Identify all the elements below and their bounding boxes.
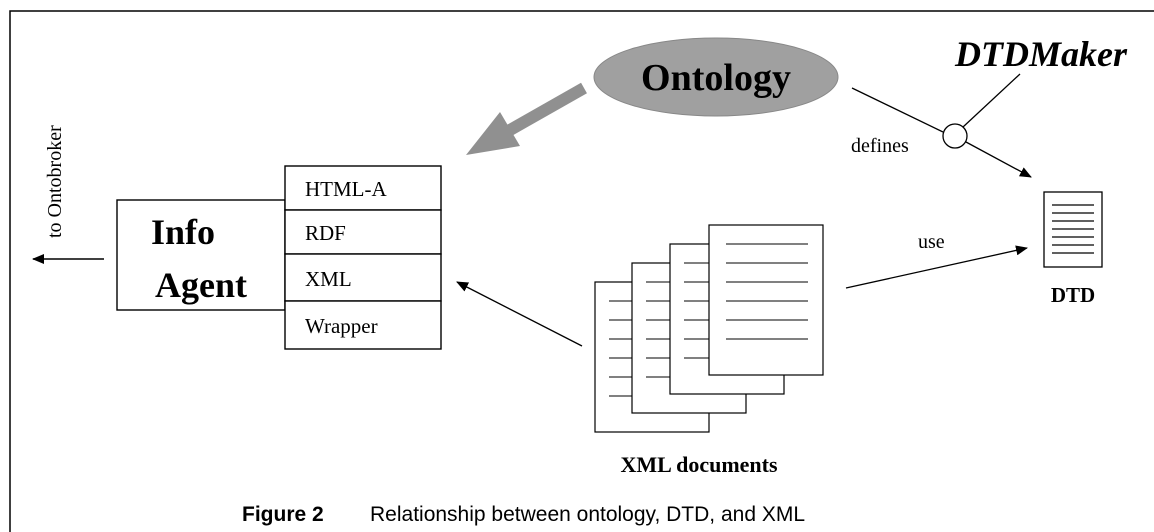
dtd-label: DTD	[1051, 283, 1095, 307]
to-ontobroker-label: to Ontobroker	[44, 125, 66, 238]
figure-caption-label: Figure 2	[242, 503, 324, 526]
figure-caption-text: Relationship between ontology, DTD, and …	[370, 503, 805, 526]
module-label-xml: XML	[305, 267, 352, 291]
defines-line-upper	[851, 87, 944, 133]
documents-to-agent-arrow	[456, 281, 583, 347]
module-label-rdf: RDF	[305, 221, 346, 245]
outer-frame	[9, 10, 1154, 532]
module-box	[284, 165, 442, 211]
info-agent-box	[116, 199, 286, 311]
use-arrow	[845, 245, 1028, 289]
info-agent-title-line2: Agent	[155, 265, 247, 305]
module-label-html-a: HTML-A	[305, 177, 387, 201]
dtdmaker-label: DTDMaker	[954, 34, 1128, 74]
defines-label: defines	[851, 135, 909, 157]
ontology-to-agent-arrow	[466, 82, 587, 155]
module-box	[284, 300, 442, 350]
dtdmaker-connector-circle	[942, 123, 968, 149]
module-box	[284, 253, 442, 302]
dtdmaker-pointer-line	[962, 73, 1021, 128]
use-label: use	[918, 231, 945, 253]
ontology-label: Ontology	[641, 57, 791, 99]
xml-documents-label: XML documents	[620, 452, 778, 477]
agent-module-stack: HTML-A RDF XML Wrapper	[284, 165, 442, 350]
defines-arrow	[965, 141, 1032, 178]
dtd-document-icon	[1043, 191, 1103, 268]
module-label-wrapper: Wrapper	[305, 314, 378, 338]
info-agent-title-line1: Info	[151, 212, 215, 252]
xml-document-page-4	[708, 224, 824, 376]
xml-documents-stack	[594, 224, 824, 433]
ontology-node	[593, 37, 839, 117]
